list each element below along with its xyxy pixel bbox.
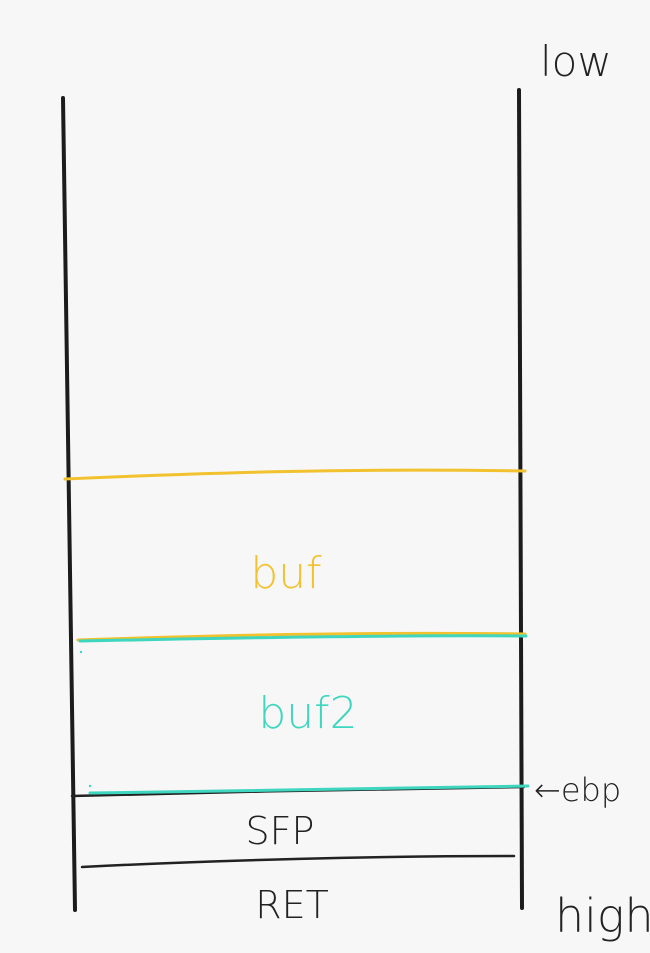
buf2-bottom-boundary xyxy=(88,784,530,795)
stack-left-wall xyxy=(61,96,77,912)
stray-dot xyxy=(79,650,83,654)
buf-bottom-boundary xyxy=(76,631,527,642)
sfp-bottom-boundary xyxy=(80,854,516,869)
low-label: low xyxy=(540,37,612,86)
ebp-pointer-label: ←ebp xyxy=(534,771,621,809)
stray-dot xyxy=(88,784,92,788)
buf2-label: buf2 xyxy=(258,688,357,739)
buf2-top-boundary xyxy=(78,634,528,643)
buf-top-boundary xyxy=(63,468,527,481)
stack-right-wall xyxy=(517,88,524,910)
sfp-label: SFP xyxy=(246,809,315,853)
buf-label: buf xyxy=(250,548,322,599)
high-label: high xyxy=(555,889,650,943)
ret-label: RET xyxy=(255,883,329,927)
